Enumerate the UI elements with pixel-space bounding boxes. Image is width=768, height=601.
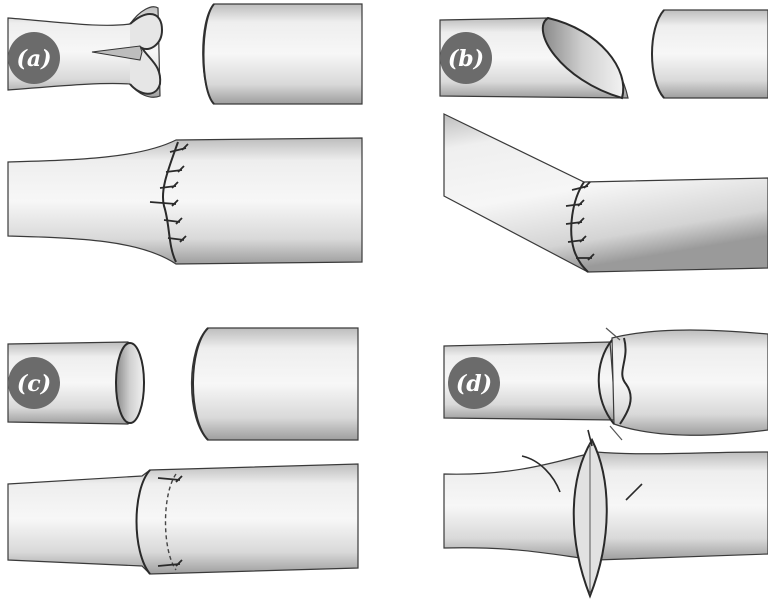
joined-angled-vessel bbox=[444, 114, 768, 272]
panel-d-badge: (d) bbox=[448, 357, 500, 409]
panel-d-label: (d) bbox=[456, 371, 492, 397]
panel-d-side-incision bbox=[444, 430, 768, 596]
panel-a-vessels-joined bbox=[8, 138, 362, 264]
panel-c-badge: (c) bbox=[8, 357, 60, 409]
panel-c-vessels-joined bbox=[8, 464, 358, 574]
panel-a-badge: (a) bbox=[8, 32, 60, 84]
telescoped-vessel bbox=[8, 464, 358, 574]
panel-b: (b) bbox=[440, 10, 768, 272]
large-vessel-d bbox=[612, 330, 768, 435]
panel-d: (d) bbox=[444, 328, 768, 596]
panel-a-label: (a) bbox=[16, 46, 51, 72]
panel-a-vessels-separated bbox=[8, 4, 362, 104]
panel-a: (a) bbox=[8, 4, 362, 264]
panel-b-vessels-joined bbox=[444, 114, 768, 272]
panel-c-label: (c) bbox=[17, 371, 51, 397]
panel-b-label: (b) bbox=[448, 46, 484, 72]
right-vessel-segment-b bbox=[652, 10, 768, 98]
large-vessel-segment bbox=[192, 328, 359, 440]
panel-b-badge: (b) bbox=[440, 32, 492, 84]
joined-vessel bbox=[8, 138, 362, 264]
right-vessel-segment bbox=[203, 4, 362, 104]
panel-c-vessels-separated bbox=[8, 328, 358, 440]
small-vessel-lumen bbox=[116, 343, 144, 423]
panel-c: (c) bbox=[8, 328, 358, 574]
